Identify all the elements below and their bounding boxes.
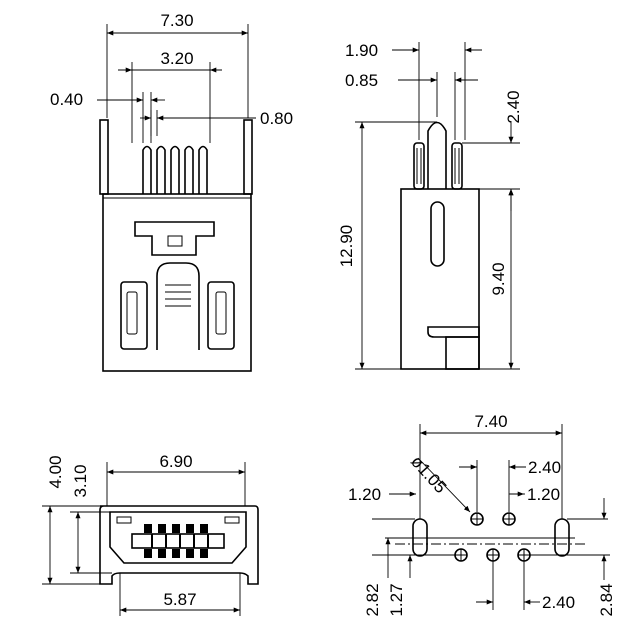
dim-row-left-a: 2.82 <box>363 583 382 616</box>
dim-overall-width: 7.30 <box>160 11 193 30</box>
side-pin-left <box>413 142 425 190</box>
dim-width-bottom: 5.87 <box>163 590 196 609</box>
dim-pin-thickness: 0.85 <box>345 71 378 90</box>
side-pin <box>427 121 447 189</box>
side-pin-right <box>451 142 463 190</box>
dim-row-right: 2.84 <box>597 583 616 616</box>
latch-window-left <box>120 281 148 350</box>
mount-leg-left <box>99 119 109 195</box>
top-view-body <box>102 193 252 372</box>
pad-holes <box>454 512 531 562</box>
side-view-body <box>400 188 480 370</box>
dim-pin-offset: 1.90 <box>345 41 378 60</box>
front-contacts <box>144 524 209 558</box>
t-slot <box>134 221 215 256</box>
center-key <box>156 262 200 350</box>
dim-pin-width: 0.40 <box>50 90 83 109</box>
dim-overall-height: 12.90 <box>337 225 356 268</box>
dim-pin-span: 3.20 <box>160 49 193 68</box>
mount-slot-right <box>554 518 570 557</box>
side-view: 1.90 0.85 12.90 2.40 9.40 <box>337 41 523 370</box>
dim-pitch-bottom: 2.40 <box>542 593 575 612</box>
dim-opening-height: 3.10 <box>71 464 90 497</box>
dim-footprint-span: 7.40 <box>474 412 507 431</box>
dim-offset-right: 1.20 <box>527 485 560 504</box>
dim-body-height: 9.40 <box>489 262 508 295</box>
dim-offset-left: 1.20 <box>348 485 381 504</box>
dim-row-left-b: 1.27 <box>387 583 406 616</box>
top-view: 7.30 3.20 0.40 0.80 <box>50 11 293 372</box>
mount-slot-left <box>412 518 428 557</box>
dim-front-height: 4.00 <box>46 455 65 488</box>
latch-window-right <box>207 281 235 350</box>
contact-tongue <box>131 533 225 549</box>
signal-pins <box>142 145 208 194</box>
dim-pin-tip: 2.40 <box>504 90 523 123</box>
dim-pin-pitch: 0.80 <box>260 109 293 128</box>
dim-pitch-top: 2.40 <box>528 458 561 477</box>
dim-hole-diameter: ø1.05 <box>407 452 450 497</box>
front-shell <box>99 505 259 585</box>
pcb-footprint: 7.40 ø1.05 2.40 1.20 1.20 2.82 1.27 2.40 <box>348 412 616 617</box>
front-view: 6.90 5.87 4.00 3.10 <box>42 452 259 616</box>
front-opening <box>109 511 247 564</box>
side-slot <box>430 201 445 267</box>
side-latch <box>427 326 480 338</box>
mount-leg-right <box>243 119 253 195</box>
dim-opening-width: 6.90 <box>159 452 192 471</box>
